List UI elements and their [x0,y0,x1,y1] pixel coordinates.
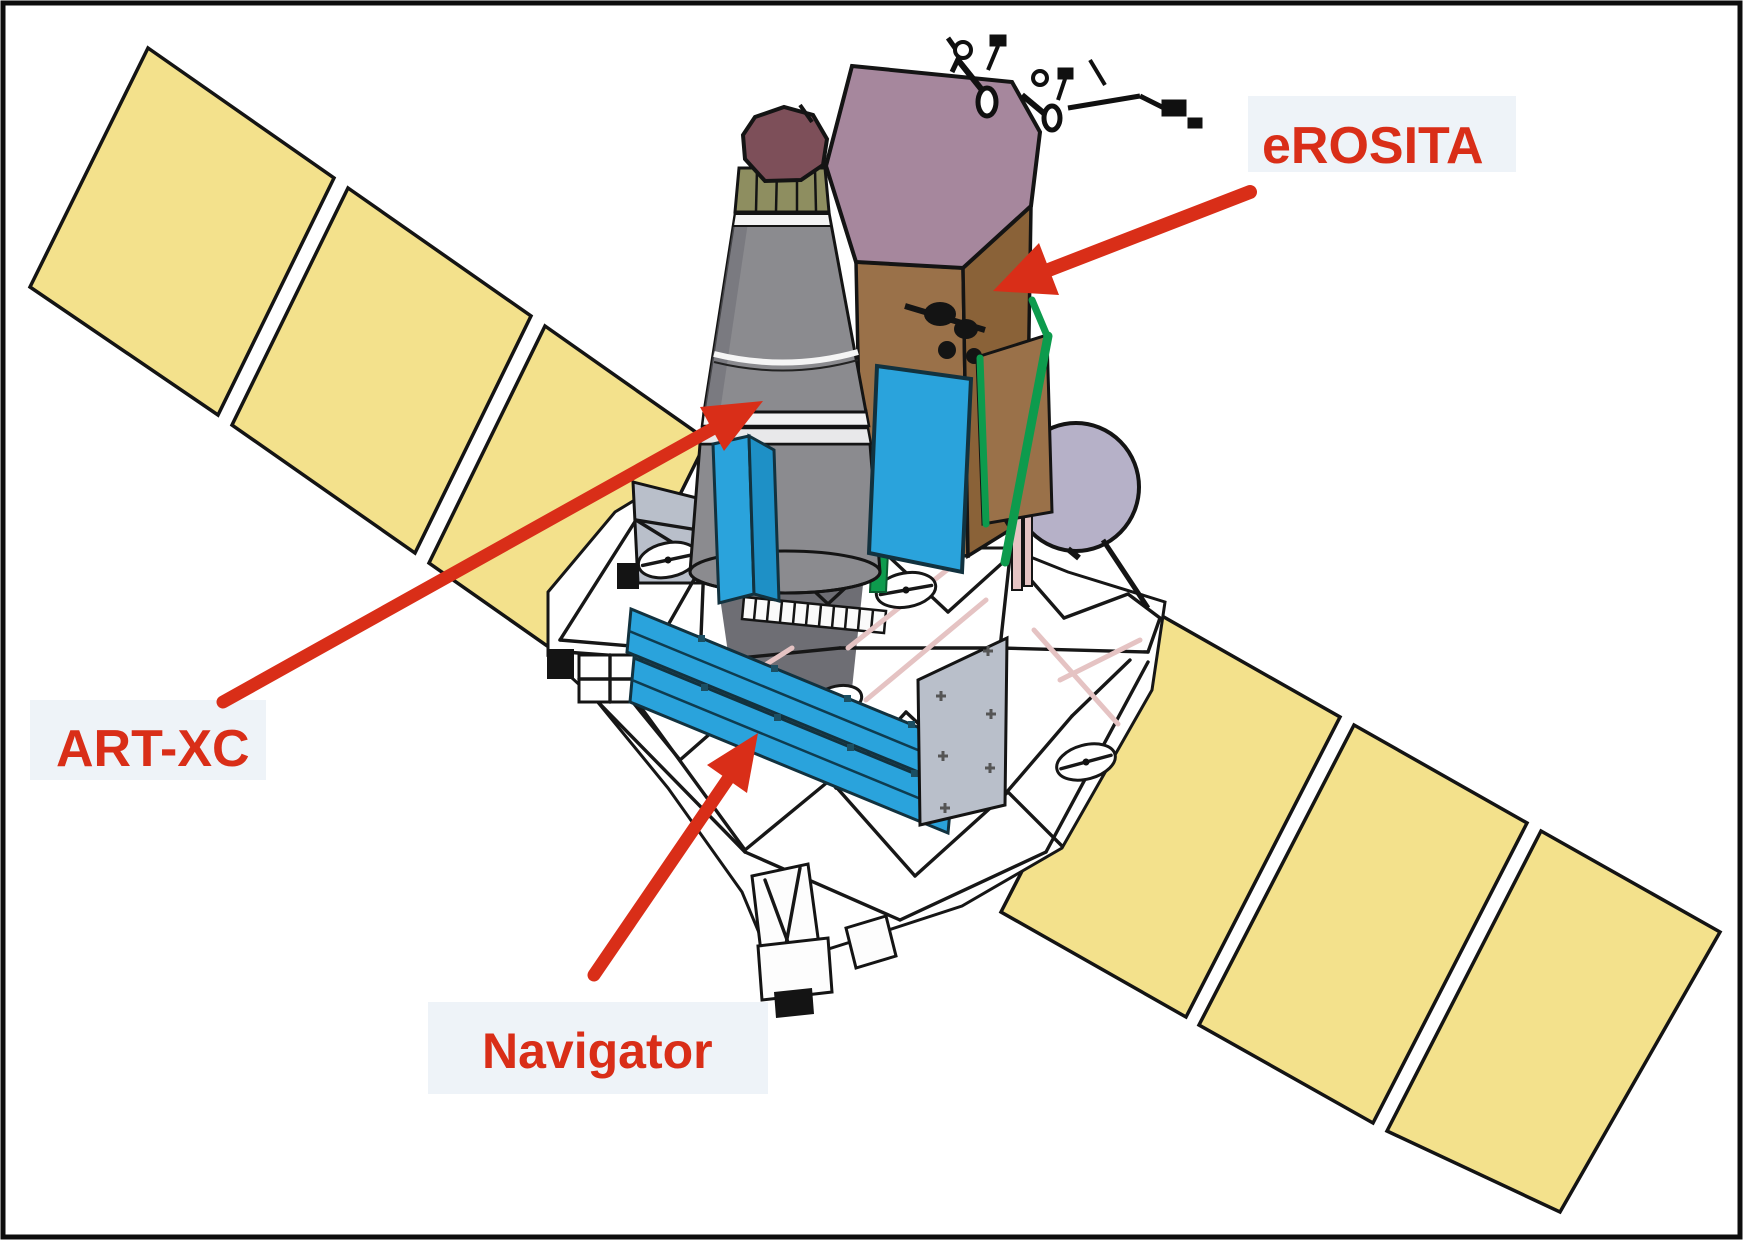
erosita-belt-equipment [904,302,986,364]
erosita-label: eROSITA [1262,117,1484,175]
tall-blue-radiator [866,363,974,575]
landing-legs [750,862,898,1018]
label-backdrop [30,700,266,780]
bolted-side-panel [916,635,1009,827]
ladder-band [740,595,888,635]
navigator-label: Navigator [482,1023,713,1079]
label-backdrop [1248,96,1516,172]
green-strut [1000,331,1053,567]
navigator-arrow [587,733,758,982]
artxc-base-rim [688,549,882,595]
artxc-label: ART-XC [56,720,250,778]
navigator-radiators [625,606,954,836]
erosita-arrow [993,185,1257,295]
solar-panel [229,185,534,556]
label-backdrop [428,1002,768,1094]
artxc-cone-shadow [704,202,751,412]
slat-bolts [698,635,918,777]
artxc-arrow [216,401,763,709]
artxc-ring-highlight [713,349,859,366]
right-brown-panel [975,296,1054,567]
green-strut [976,354,990,528]
artxc-cap-fitting [798,103,814,124]
solar-panel [1384,828,1723,1215]
artxc-telescope [688,103,882,595]
top-mechanisms [945,34,1203,133]
artxc-cap [740,104,830,184]
annotations: eROSITA ART-XC Navigator [30,96,1516,1094]
artxc-ring-line [713,359,859,372]
green-strut [1028,296,1052,342]
solar-panel [27,45,337,418]
right-solar-array [998,609,1723,1215]
artxc-white-band [731,213,833,227]
solar-panel [1196,722,1530,1126]
left-blue-radiator [711,433,781,605]
panel-bolts [936,646,996,813]
left-solar-array [27,45,710,679]
